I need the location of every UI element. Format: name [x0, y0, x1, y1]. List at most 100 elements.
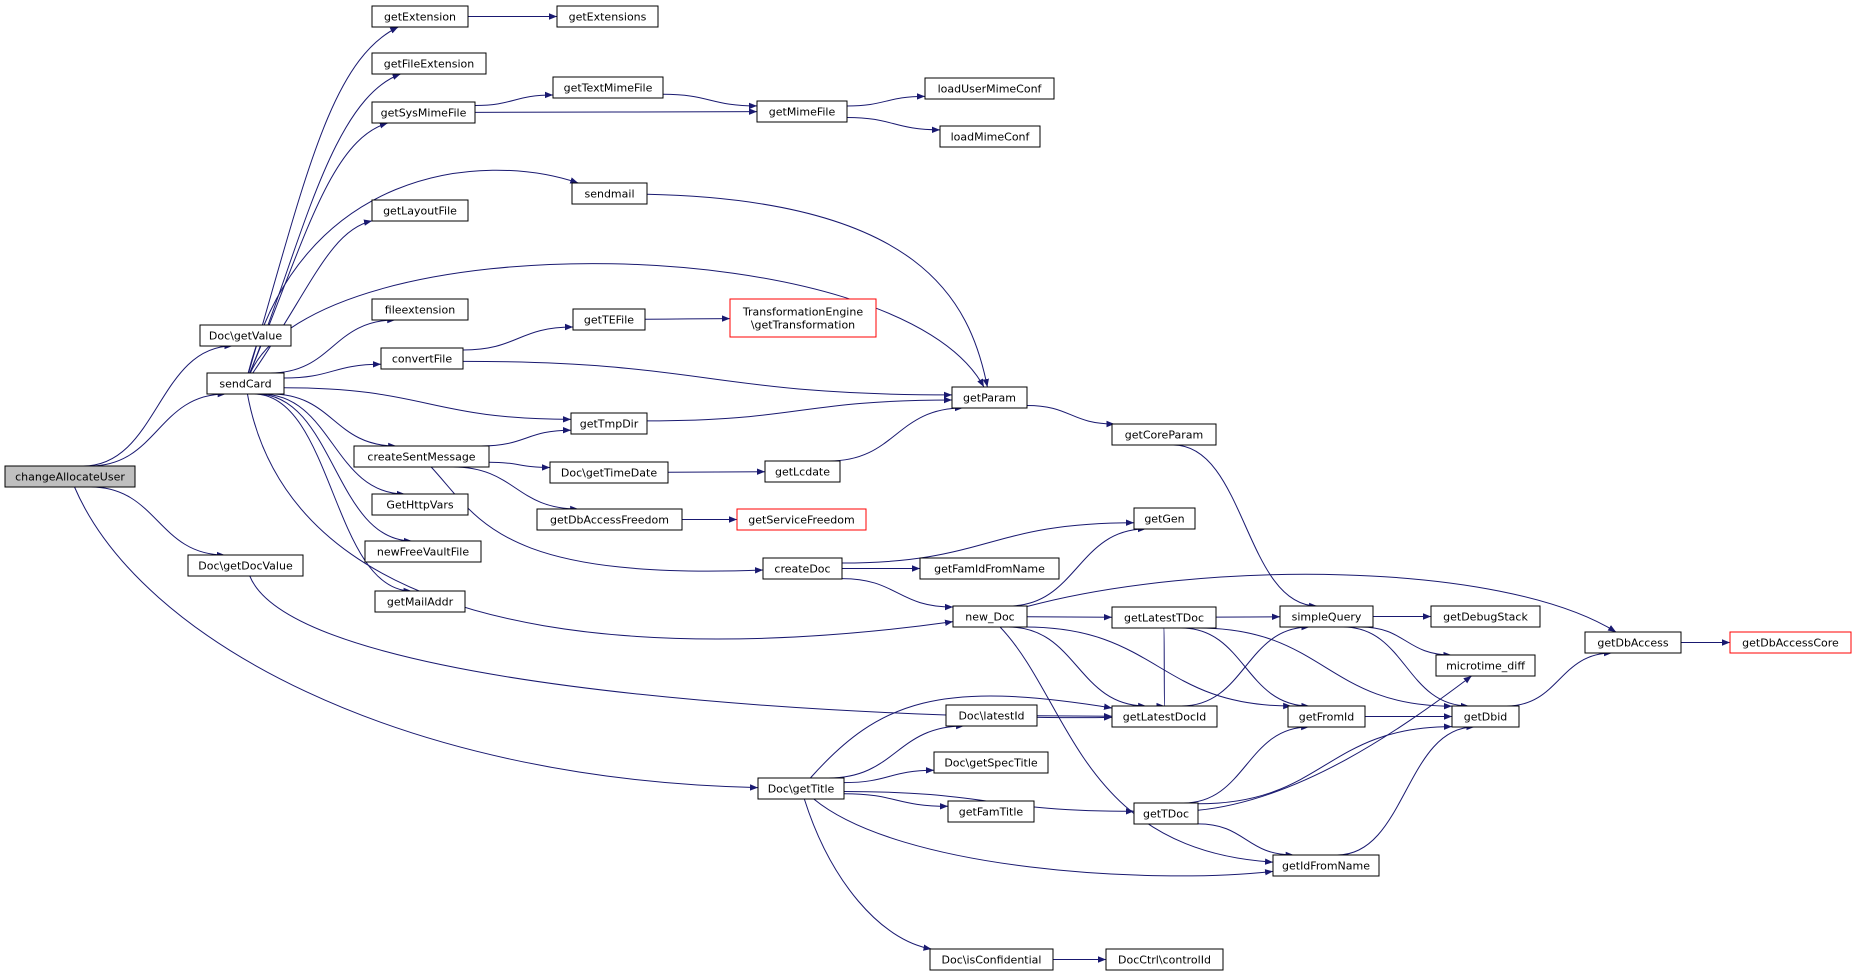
node-label: getDbid	[1464, 711, 1508, 724]
node-get-debug-stack[interactable]: getDebugStack	[1430, 605, 1541, 628]
edges-layer	[74, 13, 1730, 963]
node-label: getFamIdFromName	[934, 563, 1045, 576]
node-fileextension[interactable]: fileextension	[371, 298, 469, 321]
edge-create-doc-to-new-doc	[841, 578, 954, 611]
edge-create-sent-message-to-create-doc	[430, 466, 764, 574]
node-label: getTEFile	[584, 314, 634, 327]
edge-change-allocate-user-to-doc-get-doc-value	[90, 486, 225, 559]
node-new-doc[interactable]: new_Doc	[952, 605, 1028, 628]
node-label: createDoc	[774, 563, 830, 576]
node-label: getServiceFreedom	[748, 514, 855, 527]
node-get-id-from-name[interactable]: getIdFromName	[1272, 854, 1380, 877]
node-doc-get-time-date[interactable]: Doc\getTimeDate	[549, 461, 669, 484]
edge-new-doc-to-get-id-from-name	[999, 626, 1274, 865]
node-get-fam-title[interactable]: getFamTitle	[947, 800, 1035, 823]
node-label: getFromId	[1299, 711, 1355, 724]
node-get-lcdate[interactable]: getLcdate	[764, 460, 841, 483]
node-get-latest-tdoc[interactable]: getLatestTDoc	[1111, 606, 1217, 629]
node-label: Doc\latestId	[958, 710, 1024, 723]
node-get-extension[interactable]: getExtension	[371, 5, 469, 28]
node-box	[371, 101, 476, 124]
node-create-doc[interactable]: createDoc	[762, 557, 843, 580]
node-label: microtime_diff	[1446, 660, 1525, 673]
node-get-service-freedom[interactable]: getServiceFreedom	[736, 508, 867, 531]
node-label: sendmail	[584, 188, 634, 201]
node-label: getDbAccess	[1597, 637, 1668, 650]
node-box	[919, 557, 1060, 580]
node-get-http-vars[interactable]: GetHttpVars	[371, 493, 469, 516]
node-box	[371, 298, 469, 321]
node-get-layout-file[interactable]: getLayoutFile	[371, 199, 469, 222]
node-get-tdoc[interactable]: getTDoc	[1133, 802, 1199, 825]
node-get-from-id[interactable]: getFromId	[1287, 705, 1366, 728]
node-label: getLcdate	[775, 466, 830, 479]
node-box	[1133, 802, 1199, 825]
node-box	[1272, 854, 1380, 877]
node-box	[1105, 948, 1224, 971]
node-get-text-mime-file[interactable]: getTextMimeFile	[552, 76, 664, 99]
node-doc-get-spec-title[interactable]: Doc\getSpecTitle	[933, 751, 1049, 774]
edge-new-doc-to-get-db-access	[1026, 573, 1617, 633]
node-get-db-access-core[interactable]: getDbAccessCore	[1729, 631, 1852, 654]
node-box	[353, 445, 490, 468]
node-label: Doc\getTitle	[768, 783, 835, 796]
node-get-core-param[interactable]: getCoreParam	[1111, 423, 1217, 446]
node-send-card[interactable]: sendCard	[206, 372, 285, 395]
nodes-layer: changeAllocateUser Doc\getValue sendCardDo…	[4, 5, 1852, 971]
node-new-free-vault-file[interactable]: newFreeVaultFile	[364, 540, 482, 563]
node-get-param[interactable]: getParam	[951, 386, 1028, 409]
node-get-dbid[interactable]: getDbid	[1451, 705, 1520, 728]
node-label: convertFile	[392, 353, 453, 366]
node-get-tefile[interactable]: getTEFile	[572, 308, 646, 331]
node-doc-latest-id[interactable]: Doc\latestId	[945, 704, 1038, 727]
node-get-latest-doc-id[interactable]: getLatestDocId	[1111, 705, 1218, 728]
node-simple-query[interactable]: simpleQuery	[1279, 605, 1374, 628]
node-get-tmp-dir[interactable]: getTmpDir	[570, 412, 648, 435]
node-get-db-access[interactable]: getDbAccess	[1584, 631, 1682, 654]
node-label: getTDoc	[1143, 808, 1189, 821]
node-box	[570, 412, 648, 435]
node-box	[536, 508, 683, 531]
node-get-sys-mime-file[interactable]: getSysMimeFile	[371, 101, 476, 124]
node-get-gen[interactable]: getGen	[1133, 507, 1196, 530]
node-box	[4, 465, 136, 488]
edge-send-card-to-get-sys-mime-file	[249, 122, 388, 374]
node-sendmail[interactable]: sendmail	[571, 182, 648, 205]
node-box	[951, 386, 1028, 409]
edge-change-allocate-user-to-doc-get-title	[74, 486, 759, 791]
node-doc-get-value[interactable]: Doc\getValue	[199, 324, 292, 347]
edge-send-card-to-fileextension	[270, 316, 396, 374]
node-label: simpleQuery	[1292, 611, 1362, 624]
node-get-extensions[interactable]: getExtensions	[556, 5, 659, 28]
node-doc-ctrl-control-id[interactable]: DocCtrl\controlId	[1105, 948, 1224, 971]
node-load-user-mime-conf[interactable]: loadUserMimeConf	[924, 77, 1055, 100]
edge-create-sent-message-to-get-db-access-freedom	[452, 466, 579, 513]
edge-get-tdoc-to-get-id-from-name	[1197, 823, 1294, 859]
node-label: getLatestTDoc	[1124, 612, 1204, 625]
node-box	[1430, 605, 1541, 628]
edge-get-core-param-to-simple-query	[1173, 444, 1318, 610]
node-get-file-extension[interactable]: getFileExtension	[371, 52, 487, 75]
node-microtime-diff[interactable]: microtime_diff	[1435, 654, 1536, 677]
node-box	[1111, 705, 1218, 728]
node-create-sent-message[interactable]: createSentMessage	[353, 445, 490, 468]
node-doc-get-doc-value[interactable]: Doc\getDocValue	[187, 554, 304, 577]
node-convert-file[interactable]: convertFile	[380, 347, 464, 370]
node-label: getCoreParam	[1125, 429, 1203, 442]
node-doc-is-confidential[interactable]: Doc\isConfidential	[929, 948, 1054, 971]
node-get-fam-id-from-name[interactable]: getFamIdFromName	[919, 557, 1060, 580]
edge-get-sys-mime-file-to-get-text-mime-file	[474, 91, 554, 107]
edge-new-doc-to-get-from-id	[1025, 626, 1292, 710]
node-doc-get-title[interactable]: Doc\getTitle	[757, 777, 845, 800]
node-box	[549, 461, 669, 484]
node-get-mime-file[interactable]: getMimeFile	[756, 100, 848, 123]
edge-doc-get-title-to-get-fam-title	[843, 793, 949, 810]
node-get-mail-addr[interactable]: getMailAddr	[374, 590, 466, 613]
node-change-allocate-user[interactable]: changeAllocateUser	[4, 465, 136, 488]
edge-send-card-to-get-http-vars	[260, 393, 405, 498]
node-load-mime-conf[interactable]: loadMimeConf	[939, 125, 1041, 148]
node-get-db-access-freedom[interactable]: getDbAccessFreedom	[536, 508, 683, 531]
node-label: TransformationEngine	[742, 306, 863, 319]
node-transformation-engine[interactable]: TransformationEngine\getTransformation	[729, 298, 877, 338]
